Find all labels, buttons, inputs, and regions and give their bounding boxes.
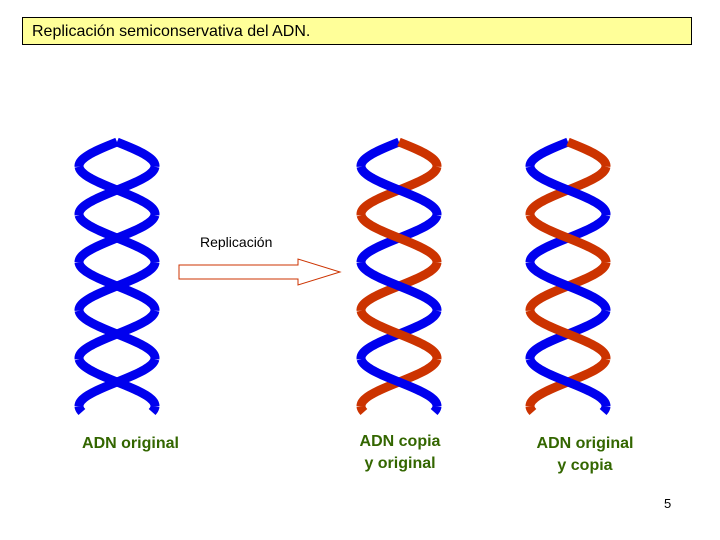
helix-copy-original-strand-b-segment — [356, 137, 401, 167]
helix-original-strand-a-segment — [74, 405, 86, 415]
helix-original-copy-strand-b-segment — [599, 405, 611, 415]
helix-copy-original-strand-b-segment — [356, 357, 442, 407]
helix-copy-original-strand-b-segment — [356, 261, 442, 311]
helix-copy-original-strand-a-segment — [397, 137, 442, 167]
helix-copy-original-strand-a-segment — [356, 213, 442, 263]
helix-original-copy-strand-a-segment — [525, 213, 611, 263]
helix-original-strand-b-segment — [74, 357, 160, 407]
caption-copy-original-line-2: y original — [364, 455, 436, 472]
caption-original-line: ADN original — [82, 435, 179, 452]
helix-copy-original-strand-a-segment — [356, 405, 368, 415]
helix-original-strand-a-segment — [74, 309, 160, 360]
helix-original-strand-b-segment — [148, 405, 160, 415]
caption-original-copy: ADN original y copia — [515, 433, 655, 477]
helix-copy-original-strand-b-segment — [356, 165, 442, 216]
title-box: Replicación semiconservativa del ADN. — [22, 17, 692, 45]
helix-original-copy-strand-a-segment — [525, 405, 537, 415]
replication-arrow — [178, 258, 342, 286]
helix-original-copy-strand-a-segment — [566, 137, 611, 167]
helix-original-strand-b-segment — [74, 261, 160, 311]
helix-original-strand-a-segment — [74, 213, 160, 263]
replication-label: Replicación — [200, 234, 273, 250]
helix-original-copy-strand-b-segment — [525, 165, 611, 216]
helix-original-copy-strand-b-segment — [525, 137, 570, 167]
caption-copy-original-line-1: ADN copia — [359, 433, 441, 450]
slide-title: Replicación semiconservativa del ADN. — [32, 23, 311, 40]
helix-original-copy-strand-b-segment — [525, 261, 611, 311]
helix-original-copy-strand-b-segment — [525, 357, 611, 407]
helix-copy-original — [356, 137, 442, 415]
helix-original — [74, 137, 160, 415]
helix-copy-original-strand-a-segment — [356, 309, 442, 360]
helix-original-copy — [525, 137, 611, 415]
caption-original-copy-line-1: ADN original — [536, 435, 634, 452]
helix-original-strand-b-segment — [74, 137, 119, 167]
caption-copy-original: ADN copia y original — [330, 431, 470, 475]
caption-original: ADN original — [58, 433, 203, 455]
helix-original-strand-b-segment — [74, 165, 160, 216]
helix-original-strand-a-segment — [115, 137, 160, 167]
helix-copy-original-strand-b-segment — [430, 405, 442, 415]
helix-original-copy-strand-a-segment — [525, 309, 611, 360]
page-number: 5 — [664, 496, 672, 511]
caption-original-copy-line-2: y copia — [557, 457, 613, 474]
